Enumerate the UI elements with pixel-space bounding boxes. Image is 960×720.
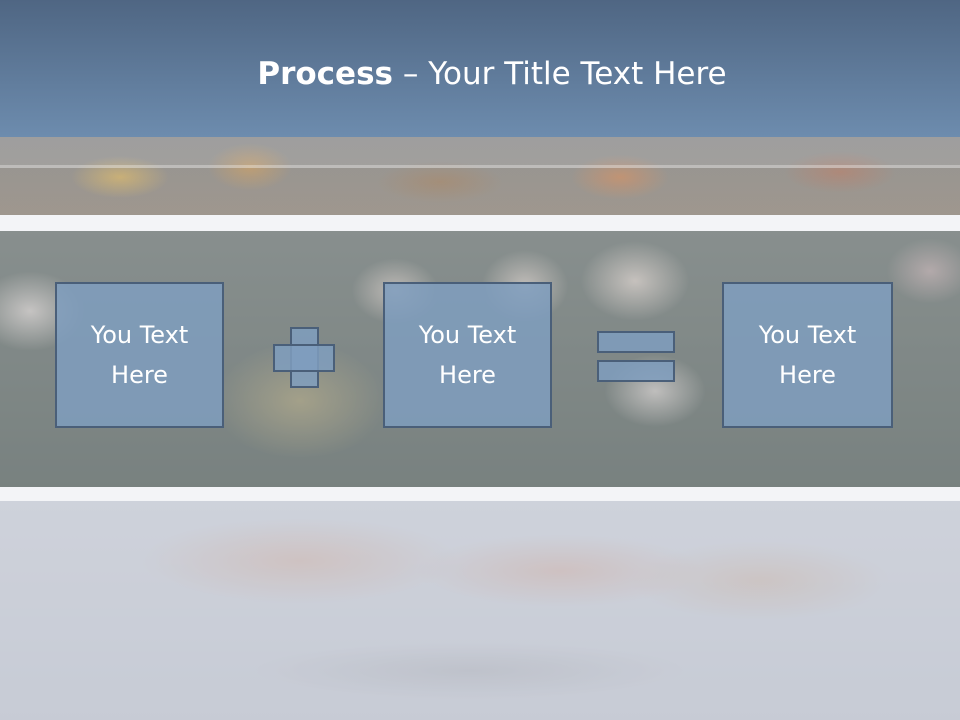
- process-box-2-line1: You Text: [418, 321, 517, 349]
- process-box-3-line2: Here: [779, 361, 836, 389]
- divider-stripe-top: [0, 215, 960, 231]
- process-box-1-text: You Text Here: [91, 315, 189, 395]
- process-box-1-line2: Here: [111, 361, 168, 389]
- title-bold-part: Process: [257, 56, 393, 92]
- process-box-3[interactable]: You Text Here: [722, 282, 893, 428]
- title-text-part: Your Title Text Here: [428, 56, 727, 92]
- title-bar: Process – Your Title Text Here: [0, 0, 960, 137]
- equals-icon-bottom-bar: [597, 360, 675, 382]
- process-box-3-line1: You Text: [758, 321, 857, 349]
- title-dash: –: [393, 56, 429, 92]
- background-trees-overlay: [0, 501, 960, 720]
- process-box-2-text: You Text Here: [419, 315, 517, 395]
- process-box-1-line1: You Text: [90, 321, 189, 349]
- background-leaves-overlay: [0, 137, 960, 215]
- process-box-1[interactable]: You Text Here: [55, 282, 224, 428]
- equals-icon-top-bar: [597, 331, 675, 353]
- process-box-2-line2: Here: [439, 361, 496, 389]
- process-box-2[interactable]: You Text Here: [383, 282, 552, 428]
- slide-title[interactable]: Process – Your Title Text Here: [0, 50, 960, 98]
- process-box-3-text: You Text Here: [759, 315, 857, 395]
- plus-icon-center: [292, 346, 317, 370]
- divider-stripe-bottom: [0, 487, 960, 501]
